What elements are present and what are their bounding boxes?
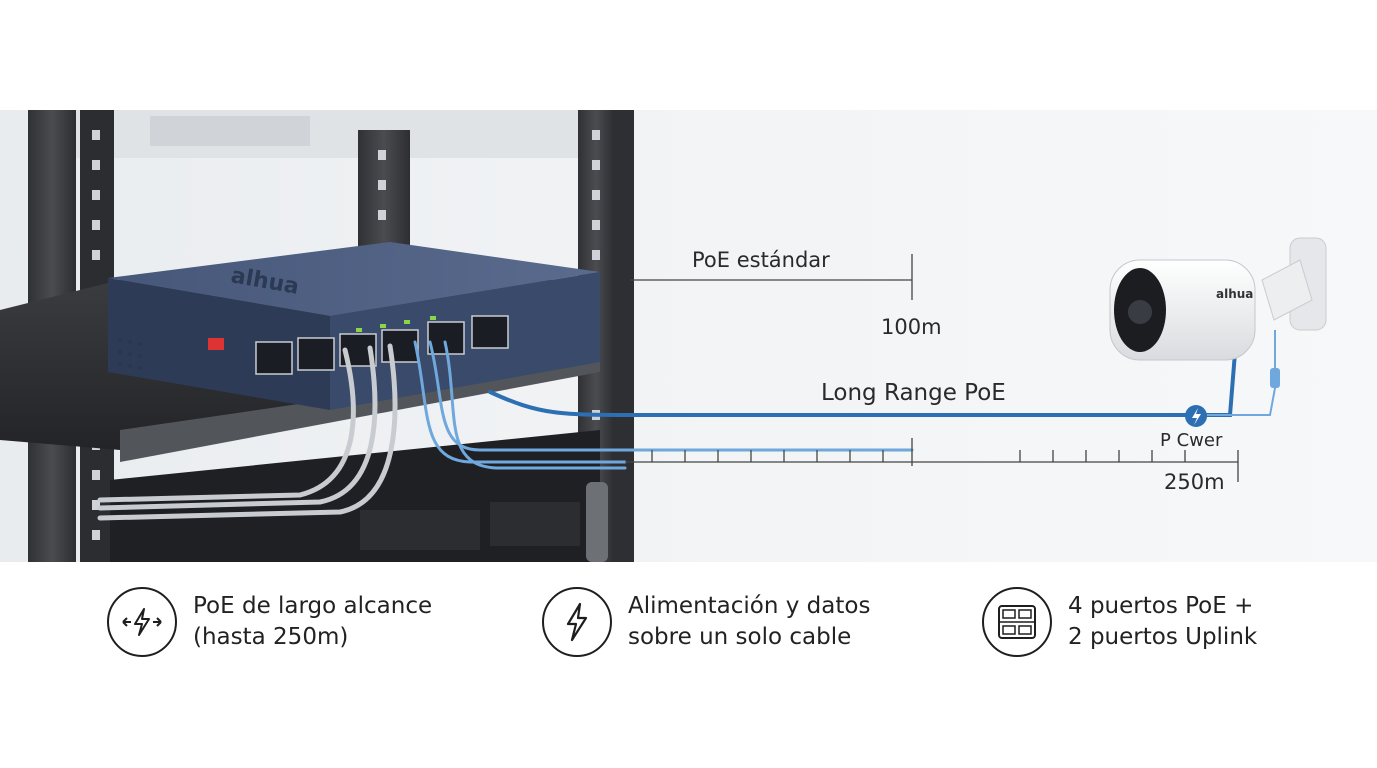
feature-power-data-line2: sobre un solo cable [628, 624, 852, 650]
blue-cables [413, 338, 1279, 470]
power-bolt-icon [1185, 405, 1207, 427]
ethernet-ports-icon [982, 587, 1052, 657]
long-range-distance-label: 250m [1164, 470, 1225, 494]
camera-brand-logo: alhua [1216, 287, 1253, 301]
rack-top-panel [150, 116, 310, 146]
shelf-edge [120, 360, 600, 462]
poe-diagram-scene: alhua [0, 110, 1377, 562]
feature-ports-line2: 2 puertos Uplink [1068, 624, 1258, 650]
features-row: PoE de largo alcance (hasta 250m) Alimen… [0, 562, 1377, 768]
poe-switch: alhua [108, 242, 600, 410]
server-vent [360, 510, 480, 550]
bullet-camera: alhua [1109, 237, 1327, 388]
standard-distance-label: 100m [881, 315, 942, 339]
server-handle [586, 482, 608, 562]
feature-power-data: Alimentación y datos sobre un solo cable [542, 584, 870, 660]
feature-power-data-line1: Alimentación y datos [628, 593, 871, 619]
diagram-illustration: alhua [0, 110, 1327, 562]
distance-lines [625, 254, 1239, 482]
standard-poe-label: PoE estándar [692, 248, 830, 272]
feature-long-range-line2: (hasta 250m) [193, 624, 349, 650]
feature-ports-line1: 4 puertos PoE + [1068, 593, 1254, 619]
feature-ports: 4 puertos PoE + 2 puertos Uplink [982, 584, 1257, 660]
gray-cables [97, 343, 398, 521]
long-range-poe-label: Long Range PoE [821, 380, 1006, 406]
feature-long-range: PoE de largo alcance (hasta 250m) [107, 584, 432, 660]
bolt-range-icon [107, 587, 177, 657]
feature-long-range-line1: PoE de largo alcance [193, 593, 433, 619]
bolt-icon [542, 587, 612, 657]
power-label: P Cwer [1160, 430, 1223, 451]
server-vent-2 [490, 502, 580, 546]
